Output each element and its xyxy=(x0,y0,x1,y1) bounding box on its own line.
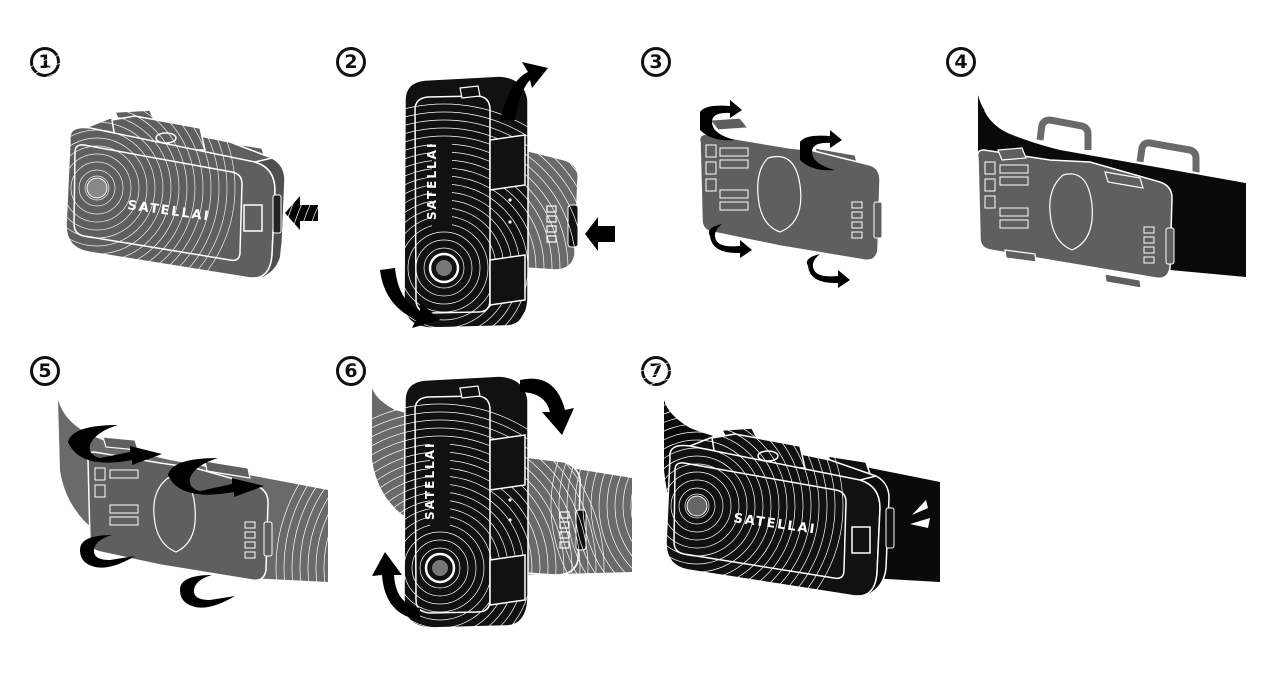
mount-clips-illustration xyxy=(698,100,883,288)
rotate-arrow-icon xyxy=(372,552,420,620)
push-arrow-icon xyxy=(285,196,318,230)
rotate-arrow-icon xyxy=(380,268,440,328)
step-number-badge: 1 xyxy=(30,47,60,77)
step-number-badge: 5 xyxy=(30,356,60,386)
step-number-badge: 4 xyxy=(946,47,976,77)
curl-arrow-icon xyxy=(700,100,742,141)
step-number-badge: 3 xyxy=(641,47,671,77)
mount-on-strap-illustration xyxy=(976,95,1247,289)
device-rotate-illustration: SATELLAI xyxy=(279,62,615,433)
device-gray-illustration: SATELLAI xyxy=(0,49,318,327)
brand-logo-text: SATELLAI xyxy=(425,142,439,220)
step-number-badge: 6 xyxy=(336,356,366,386)
curl-arrow-icon xyxy=(708,224,752,258)
curl-arrow-icon xyxy=(68,425,162,465)
step-number-badge: 2 xyxy=(336,47,366,77)
device-mounted-illustration: SATELLAI xyxy=(664,400,940,597)
push-arrow-icon xyxy=(585,217,615,251)
curl-arrow-icon xyxy=(80,535,135,568)
curl-arrow-icon xyxy=(800,130,842,171)
secure-clips-illustration xyxy=(58,400,329,608)
curl-arrow-icon xyxy=(180,575,235,608)
click-indicator-icon xyxy=(912,500,928,515)
click-indicator-icon xyxy=(910,518,930,528)
curl-arrow-icon xyxy=(168,458,264,497)
rotate-arrow-icon xyxy=(500,62,548,120)
brand-logo-text: SATELLAI xyxy=(423,442,437,520)
device-attach-illustration: SATELLAI xyxy=(275,375,632,699)
rotate-arrow-icon xyxy=(520,378,574,435)
curl-arrow-icon xyxy=(806,254,850,288)
